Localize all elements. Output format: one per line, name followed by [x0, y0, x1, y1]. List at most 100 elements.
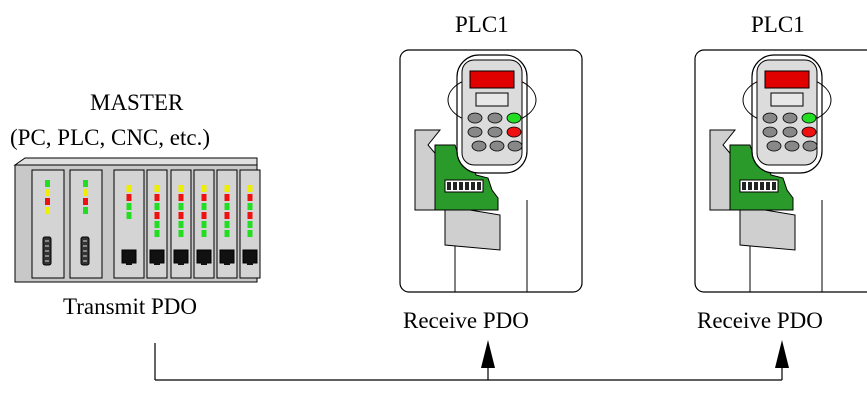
rj45-tab [126, 262, 132, 265]
connector-pin [45, 245, 49, 247]
keypad-button [471, 140, 487, 152]
terminal-screw [754, 182, 758, 190]
led-indicator [178, 212, 184, 219]
keypad-button [801, 126, 817, 138]
keypad-button [507, 140, 523, 152]
connector-pin [83, 260, 87, 262]
led-indicator [154, 221, 160, 228]
lcd-window [475, 92, 509, 107]
slave1-port-label: Receive PDO [403, 308, 529, 333]
slave1-title: PLC1 [455, 12, 509, 37]
led-indicator [126, 203, 132, 210]
slave2-arrowhead [775, 340, 789, 368]
slave-devices [399, 49, 867, 293]
led-display [764, 70, 810, 89]
master-title-line1: MASTER [90, 90, 184, 115]
keypad-button [487, 112, 503, 124]
led-indicator [126, 185, 132, 192]
connector-pin [45, 250, 49, 252]
led-indicator [247, 194, 253, 201]
slave1-arrowhead [481, 340, 495, 368]
slave-device-1 [399, 49, 583, 293]
led-indicator [154, 185, 160, 192]
led-indicator [154, 212, 160, 219]
terminal-screw [453, 182, 457, 190]
led-indicator [201, 185, 207, 192]
led-indicator [201, 194, 207, 201]
keypad-button [782, 126, 798, 138]
master-rack [13, 157, 261, 283]
led-indicator [247, 221, 253, 228]
led-indicator [224, 194, 230, 201]
terminal-screw [465, 182, 469, 190]
slave-device-2 [694, 49, 867, 293]
keypad-button [506, 126, 522, 138]
led-indicator [45, 189, 50, 196]
rj45-tab [247, 262, 253, 265]
keypad-button [801, 112, 817, 124]
keypad-button [489, 140, 505, 152]
connector-pin [83, 250, 87, 252]
led-indicator [45, 180, 50, 187]
keypad-button [782, 112, 798, 124]
led-indicator [247, 203, 253, 210]
rj45-port [173, 249, 189, 264]
led-indicator [224, 203, 230, 210]
terminal-screw [447, 182, 451, 190]
rack-top-bevel [13, 157, 258, 166]
led-indicator [201, 221, 207, 228]
led-indicator [178, 203, 184, 210]
keypad-button [784, 140, 800, 152]
keypad-button [762, 126, 778, 138]
led-indicator [83, 189, 88, 196]
led-indicator [178, 221, 184, 228]
led-indicator [224, 221, 230, 228]
connector-pin [83, 245, 87, 247]
led-indicator [45, 198, 50, 205]
led-indicator [247, 212, 253, 219]
terminal-screw [772, 182, 776, 190]
terminal-screw [471, 182, 475, 190]
connector-pin [45, 260, 49, 262]
rj45-port [196, 249, 212, 264]
connector-pin [45, 240, 49, 242]
led-indicator [83, 207, 88, 214]
rj45-tab [201, 262, 207, 265]
led-indicator [154, 203, 160, 210]
led-display [469, 70, 515, 89]
keypad-button [467, 112, 483, 124]
rj45-tab [154, 262, 160, 265]
terminal-screw [760, 182, 764, 190]
led-indicator [178, 230, 184, 237]
terminal-screw [477, 182, 481, 190]
rj45-port [121, 249, 137, 264]
terminal-screw [742, 182, 746, 190]
led-indicator [178, 194, 184, 201]
slave2-port-label: Receive PDO [697, 308, 823, 333]
rj45-port [149, 249, 165, 264]
master-title-line2: (PC, PLC, CNC, etc.) [10, 125, 210, 150]
keypad-button [487, 126, 503, 138]
rj45-port [242, 249, 258, 264]
connector-pin [83, 255, 87, 257]
led-indicator [45, 207, 50, 214]
led-indicator [126, 194, 132, 201]
led-indicator [247, 230, 253, 237]
slave2-title: PLC1 [751, 12, 805, 37]
terminal-screw [459, 182, 463, 190]
led-indicator [224, 212, 230, 219]
led-indicator [83, 180, 88, 187]
rj45-port [219, 249, 235, 264]
keypad-button [762, 112, 778, 124]
rj45-tab [178, 262, 184, 265]
master-port-label: Transmit PDO [63, 294, 197, 319]
keypad-button [766, 140, 782, 152]
keypad-button [467, 126, 483, 138]
lcd-window [770, 92, 804, 107]
rack-modules [31, 169, 261, 279]
bus-lines [154, 340, 789, 381]
led-indicator [201, 212, 207, 219]
connector-pin [83, 240, 87, 242]
led-indicator [178, 185, 184, 192]
